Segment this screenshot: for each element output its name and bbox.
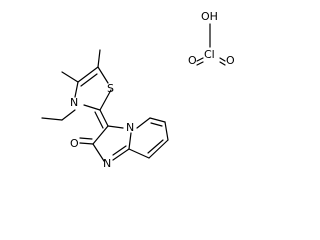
bond-n4-c3 [107,125,124,129]
pyridine-ring [128,117,169,159]
bond-c8-c8a [128,148,150,159]
bond-c8a-n4 [128,132,132,150]
atom-label-chlorine: Cl [204,48,215,61]
atom-label-imine-nitrogen: N [103,157,111,170]
bond-s-c2 [99,89,112,111]
atom-label-oxygen-right: O [226,54,235,67]
bond-c4-c5-double [80,73,98,87]
bond-cl-o-right [219,57,226,62]
atom-label-thiazole-nitrogen: N [70,96,78,109]
bond-methyl-c5 [97,49,101,68]
bond-methyl-c4 [61,71,79,83]
bond-n1-c8a [112,148,130,161]
thiazoline-ring [74,66,112,111]
bond-c3-c2 [92,125,109,145]
bond-c5-c6 [149,117,166,123]
bond-c6-c7 [164,121,169,141]
chemical-structure: S N O N N OH Cl O O [41,10,235,170]
bond-n3-c4 [74,81,79,98]
atom-label-carbonyl-oxygen: O [70,137,79,150]
atom-label-oxygen-left: O [188,54,197,67]
bond-c2-c3-double [94,111,104,129]
bond-ethyl-1 [61,109,76,121]
bond-carbonyl [79,142,94,145]
bond-cl-o-left-double [196,61,204,66]
bond-c5-c6-double [150,122,163,127]
bond-c2-n1 [92,143,105,162]
atom-label-bridge-nitrogen: N [126,121,134,134]
imidazopyridinone-ring [79,125,132,162]
bond-ethyl-2 [41,117,63,121]
atom-label-hydroxyl: OH [201,10,218,23]
bond-c7-c8 [148,139,169,159]
bond-c7-c8-double [147,139,164,154]
exocyclic-double-bond [94,109,109,129]
bond-carbonyl-double [79,137,93,140]
bond-c5-s [97,66,109,84]
bond-c4-c5 [77,66,99,83]
substituents [41,49,101,121]
bond-n4-c5 [136,117,151,129]
perchloric-acid-bonds [196,23,226,66]
bond-c2-n3 [83,104,101,111]
bond-cl-o-left [196,57,204,62]
bond-n1-c8a-double [112,145,127,156]
bond-c2-c3 [99,109,109,127]
bond-cl-o-right-double [219,61,226,66]
atom-label-sulfur: S [107,82,114,95]
